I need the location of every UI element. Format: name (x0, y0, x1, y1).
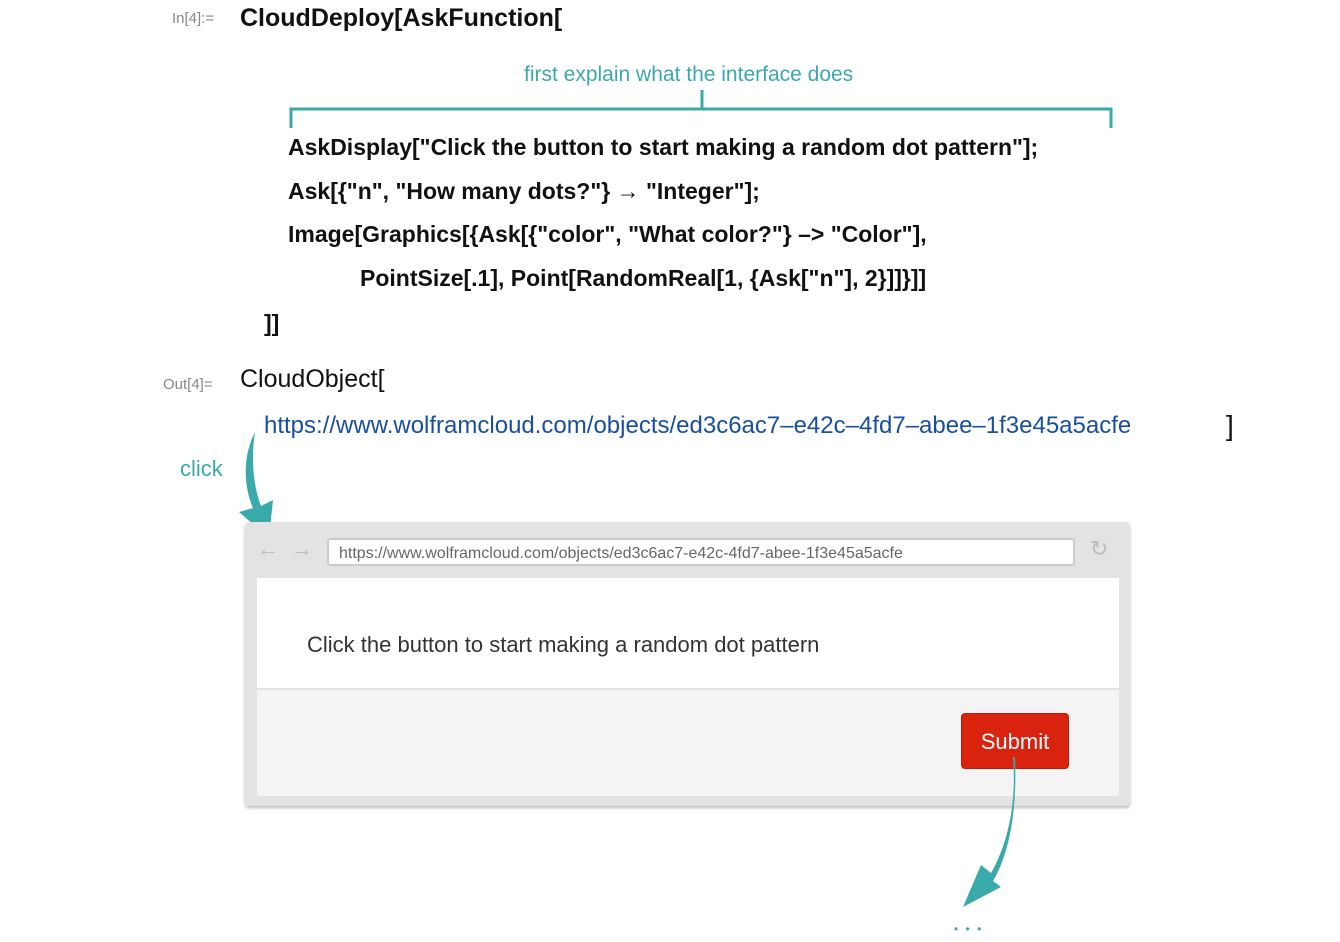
output-label: Out[4]= (163, 376, 213, 393)
click-arrow-icon (239, 432, 273, 538)
input-label: In[4]:= (172, 10, 215, 27)
form-footer: Submit (257, 690, 1119, 796)
cloud-object-head: CloudObject[ (240, 365, 385, 393)
submit-arrow-icon (963, 757, 1016, 907)
cloud-object-close: ] (1226, 410, 1234, 441)
click-annotation: click (180, 456, 223, 481)
explain-annotation: first explain what the interface does (524, 63, 854, 86)
code-line-3[interactable]: Ask[{"n", "How many dots?"} → "Integer"]… (288, 178, 760, 204)
display-message: Click the button to start making a rando… (307, 632, 820, 657)
code-line-2[interactable]: AskDisplay["Click the button to start ma… (288, 134, 1039, 160)
code-line-1[interactable]: CloudDeploy[AskFunction[ (240, 4, 563, 32)
ellipsis-annotation: • • • (954, 922, 984, 936)
reload-icon[interactable]: ↻ (1090, 536, 1109, 561)
back-icon[interactable]: ← (257, 536, 279, 561)
browser-window: ← → https://www.wolframcloud.com/objects… (245, 522, 1130, 806)
bracket-annotation (289, 90, 1113, 128)
address-bar[interactable]: https://www.wolframcloud.com/objects/ed3… (327, 538, 1075, 566)
page-content: Click the button to start making a rando… (257, 578, 1119, 688)
submit-button[interactable]: Submit (961, 713, 1069, 769)
cloud-object-url-link[interactable]: https://www.wolframcloud.com/objects/ed3… (264, 412, 1132, 439)
code-line-6[interactable]: ]] (264, 310, 280, 336)
forward-icon[interactable]: → (291, 536, 313, 561)
code-line-4[interactable]: Image[Graphics[{Ask[{"color", "What colo… (288, 221, 927, 247)
code-line-5[interactable]: PointSize[.1], Point[RandomReal[1, {Ask[… (360, 265, 927, 291)
